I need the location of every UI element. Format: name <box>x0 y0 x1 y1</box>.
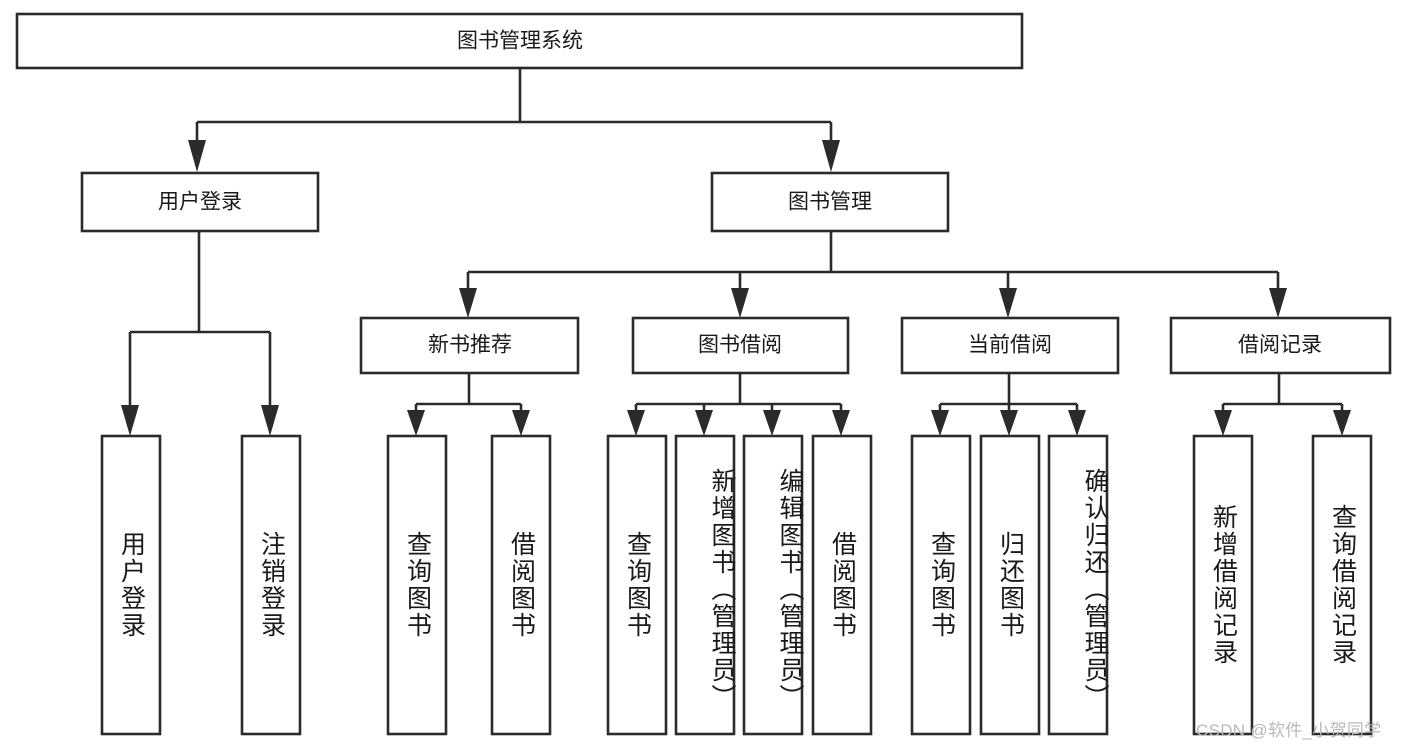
arrowhead-book-borrow <box>731 288 749 318</box>
arrowhead-book-manage <box>822 140 840 172</box>
arrowhead-leaf-return-book <box>1000 410 1018 436</box>
edge-layer <box>121 68 1351 436</box>
arrowhead-leaf-add-book <box>695 410 713 436</box>
node-new-book-rec-label: 新书推荐 <box>428 334 512 357</box>
node-leaf-add-record-box[interactable] <box>1192 434 1254 736</box>
arrowhead-leaf-query-book-2 <box>627 410 645 436</box>
node-borrow-record-label: 借阅记录 <box>1238 334 1322 357</box>
node-leaf-query-book-2-box[interactable] <box>606 434 668 736</box>
node-current-borrow[interactable]: 当前借阅 <box>900 316 1120 375</box>
node-new-book-rec[interactable]: 新书推荐 <box>359 316 580 375</box>
node-leaf-add-book-box[interactable] <box>674 434 736 736</box>
arrowhead-new-book-rec <box>459 288 477 318</box>
node-root-label: 图书管理系统 <box>457 30 583 53</box>
arrowhead-leaf-query-book-3 <box>931 410 949 436</box>
node-leaf-edit-book-box[interactable] <box>742 434 804 736</box>
node-book-borrow[interactable]: 图书借阅 <box>631 316 850 375</box>
arrowhead-leaf-user-login <box>121 405 139 436</box>
node-book-borrow-box[interactable] <box>631 316 850 375</box>
node-book-manage[interactable]: 图书管理 <box>710 171 950 233</box>
arrowhead-current-borrow <box>999 288 1017 318</box>
arrowhead-leaf-confirm-return <box>1068 410 1086 436</box>
arrowhead-leaf-logout <box>261 405 279 436</box>
node-leaf-logout-box[interactable] <box>240 434 302 736</box>
node-current-borrow-label: 当前借阅 <box>968 334 1052 357</box>
node-leaf-query-book-3-box[interactable] <box>910 434 972 736</box>
node-new-book-rec-box[interactable] <box>359 316 580 375</box>
arrowhead-user-login <box>188 140 206 172</box>
node-borrow-record-box[interactable] <box>1169 316 1392 375</box>
arrowhead-leaf-edit-book <box>763 410 781 436</box>
node-book-borrow-label: 图书借阅 <box>698 334 782 357</box>
node-book-manage-box[interactable] <box>710 171 950 233</box>
arrowhead-leaf-add-record <box>1214 410 1232 436</box>
node-leaf-query-record-box[interactable] <box>1311 434 1373 736</box>
node-user-login-label: 用户登录 <box>158 191 242 214</box>
node-current-borrow-box[interactable] <box>900 316 1120 375</box>
watermark-text: CSDN @软件_小贺同学 <box>1196 721 1382 740</box>
node-root-box[interactable] <box>15 12 1024 70</box>
node-leaf-borrow-book-1-box[interactable] <box>490 434 552 736</box>
node-user-login-box[interactable] <box>80 171 320 233</box>
arrowhead-borrow-record <box>1269 288 1287 318</box>
arrowhead-leaf-borrow-book-2 <box>832 410 850 436</box>
node-leaf-confirm-return-box[interactable] <box>1047 434 1109 736</box>
node-book-manage-label: 图书管理 <box>788 191 872 214</box>
node-leaf-borrow-book-2-box[interactable] <box>811 434 873 736</box>
arrowhead-leaf-query-record <box>1333 410 1351 436</box>
node-root[interactable]: 图书管理系统 <box>15 12 1024 70</box>
node-leaf-user-login-box[interactable] <box>100 434 162 736</box>
node-user-login[interactable]: 用户登录 <box>80 171 320 233</box>
arrowhead-leaf-borrow-book-1 <box>512 410 530 436</box>
node-leaf-query-book-1-box[interactable] <box>386 434 448 736</box>
node-leaf-return-book-box[interactable] <box>979 434 1041 736</box>
node-borrow-record[interactable]: 借阅记录 <box>1169 316 1392 375</box>
arrowhead-leaf-query-book-1 <box>407 410 425 436</box>
